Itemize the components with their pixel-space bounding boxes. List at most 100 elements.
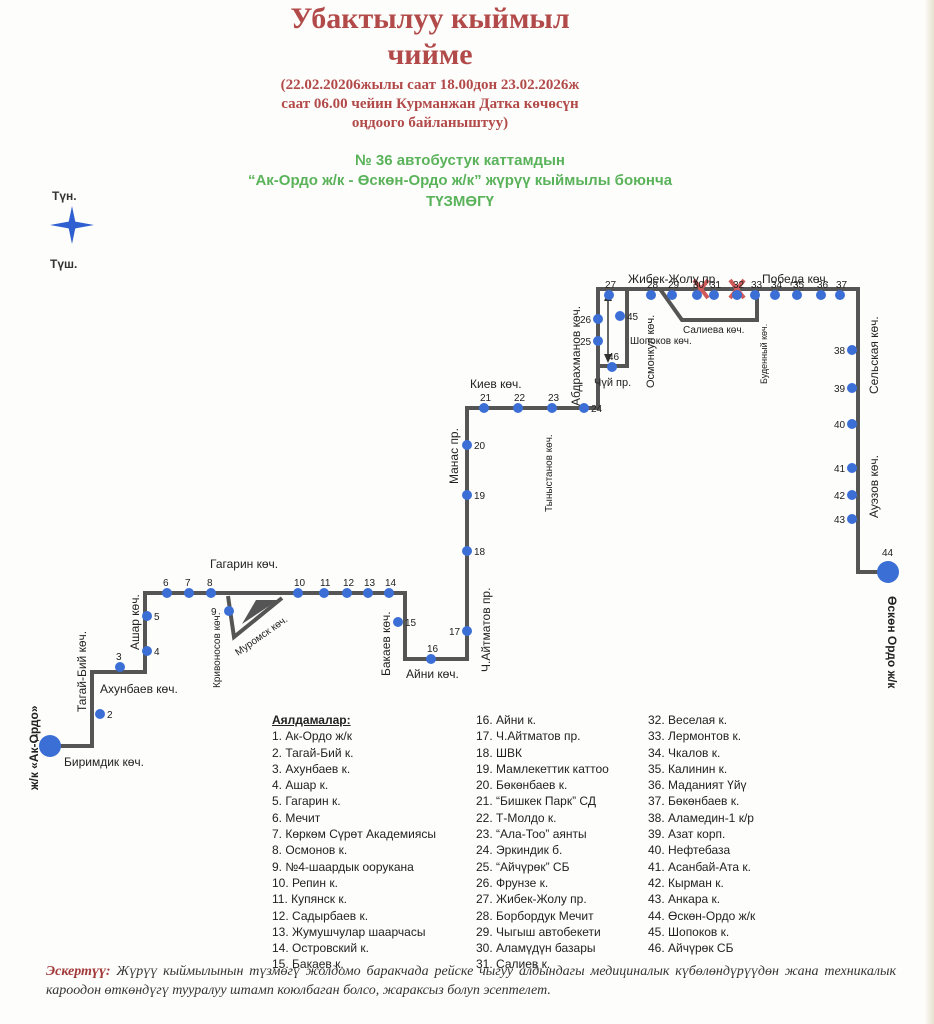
stop-number: 13	[364, 578, 376, 589]
stop-number: 42	[834, 491, 846, 502]
stop-marker	[319, 588, 329, 598]
stop-marker	[692, 290, 702, 300]
legend-item: 28. Борбордук Мечит	[476, 908, 594, 923]
stops-legend-col1: Аялдамалар: 1. Ак-Ордо ж/к 2. Тагай-Бий …	[272, 712, 436, 973]
legend-item: 35. Калинин к.	[648, 761, 728, 776]
legend-item: 7. Көркөм Сүрөт Академиясы	[272, 827, 436, 842]
stop-number: 32	[733, 280, 745, 291]
stop-marker	[293, 588, 303, 598]
stop-number: 41	[834, 464, 846, 475]
legend-item: 3. Ахунбаев к.	[272, 761, 351, 776]
subtitle-line: саат 06.00 чейин Курманжан Датка көчөсүн	[281, 96, 579, 112]
street-label: Осмонкул көч.	[645, 315, 657, 388]
street-label: Манас пр.	[447, 428, 461, 484]
legend-item: 43. Анкара к.	[648, 892, 721, 907]
legend-item: 29. Чыгыш автобекети	[476, 924, 601, 939]
stop-marker	[462, 546, 472, 556]
stop-number: 28	[647, 280, 659, 291]
street-label: Сельская көч.	[867, 316, 881, 394]
page-subtitle: (22.02.20206жылы саат 18.00дон 23.02.202…	[180, 76, 680, 133]
legend-item: 15. Бакаев к.	[272, 957, 344, 972]
legend-item: 33. Лермонтов к.	[648, 729, 742, 744]
compass-north-label: Түн.	[52, 189, 77, 203]
stop-number: 37	[836, 280, 848, 291]
legend-item: 27. Жибек-Жолу пр.	[476, 892, 587, 907]
stop-number: 22	[514, 393, 526, 404]
stop-number: 39	[834, 384, 846, 395]
stop-marker	[342, 588, 352, 598]
legend-item: 21. “Бишкек Парк” СД	[476, 794, 596, 809]
legend-item: 39. Азат корп.	[648, 827, 726, 842]
paper-edge	[924, 0, 934, 1024]
stop-marker	[732, 290, 742, 300]
stop-number: 10	[294, 578, 306, 589]
street-label: Жибек-Жолу пр.	[628, 272, 719, 286]
legend-item: 22. Т-Молдо к.	[476, 810, 557, 825]
stop-number: 46	[608, 352, 620, 363]
stop-marker	[750, 290, 760, 300]
legend-item: 6. Мечит	[272, 810, 321, 825]
legend-item: 41. Асанбай-Ата к.	[648, 859, 751, 874]
terminal-end-number: 44	[882, 548, 894, 559]
stop-marker	[847, 419, 857, 429]
street-label: Ауэзов көч.	[867, 455, 881, 518]
stop-number: 19	[474, 491, 486, 502]
footnote-label: Эскертүү:	[46, 964, 111, 979]
legend-item: 20. Бөкөнбаев к.	[476, 778, 568, 793]
legend-item: 26. Фрунзе к.	[476, 875, 549, 890]
stop-marker	[847, 345, 857, 355]
stop-number: 43	[834, 515, 846, 526]
stop-number: 4	[154, 647, 160, 658]
stop-marker	[142, 611, 152, 621]
street-label: Победа көч.	[762, 272, 829, 286]
legend-item: 10. Репин к.	[272, 875, 338, 890]
page-title-line2: чийме	[387, 38, 473, 71]
legend-item: 1. Ак-Ордо ж/к	[272, 729, 352, 744]
route-header-line1: № 36 автобустук каттамдын	[355, 152, 565, 169]
stop-number: 25	[580, 337, 592, 348]
stop-marker	[462, 490, 472, 500]
stop-marker	[384, 588, 394, 598]
legend-item: 37. Бөкөнбаев к.	[648, 794, 740, 809]
stop-number: 31	[710, 280, 722, 291]
stop-marker	[835, 290, 845, 300]
stop-number: 12	[343, 578, 355, 589]
compass-south-label: Түш.	[50, 257, 77, 271]
stop-number: 33	[751, 280, 763, 291]
street-label: Кривоносов көч.	[212, 612, 223, 688]
route-header-line2: “Ак-Ордо ж/к - Өскөн-Ордо ж/к” жүрүү кый…	[247, 172, 673, 189]
compass-icon: Түн. Түш.	[50, 189, 94, 271]
stop-marker	[224, 606, 234, 616]
stop-marker	[709, 290, 719, 300]
stop-number: 16	[427, 644, 439, 655]
stop-marker	[462, 626, 472, 636]
legend-item: 17. Ч.Айтматов пр.	[476, 729, 581, 744]
arrow-down-icon	[604, 354, 612, 363]
street-label: Буденный көч.	[759, 324, 769, 384]
stop-number: 36	[817, 280, 829, 291]
stop-marker	[95, 709, 105, 719]
legend-item: 13. Жумушчулар шаарчасы	[272, 924, 426, 939]
legend-item: 4. Ашар к.	[272, 778, 329, 793]
stop-marker	[184, 588, 194, 598]
stop-number: 14	[385, 578, 397, 589]
stop-marker	[513, 403, 523, 413]
terminal-end-marker	[877, 561, 899, 583]
street-label: Шопоков көч.	[630, 336, 692, 347]
terminal-end-label: Өскөн Ордо ж/к	[885, 596, 899, 689]
route-header-line3: ТҮЗМӨГҮ	[426, 193, 494, 210]
stop-marker	[593, 336, 603, 346]
stop-number: 23	[548, 393, 560, 404]
legend-item: 44. Өскөн-Ордо ж/к	[648, 908, 756, 923]
legend-item: 18. ШВК	[476, 745, 523, 760]
stop-number: 5	[154, 612, 160, 623]
stop-marker	[162, 588, 172, 598]
street-label: Айни көч.	[406, 667, 459, 681]
legend-item: 40. Нефтебаза	[648, 843, 731, 858]
legend-item: 34. Чкалов к.	[648, 745, 721, 760]
stop-marker	[547, 403, 557, 413]
stop-number: 6	[163, 578, 169, 589]
stop-number: 45	[627, 312, 639, 323]
